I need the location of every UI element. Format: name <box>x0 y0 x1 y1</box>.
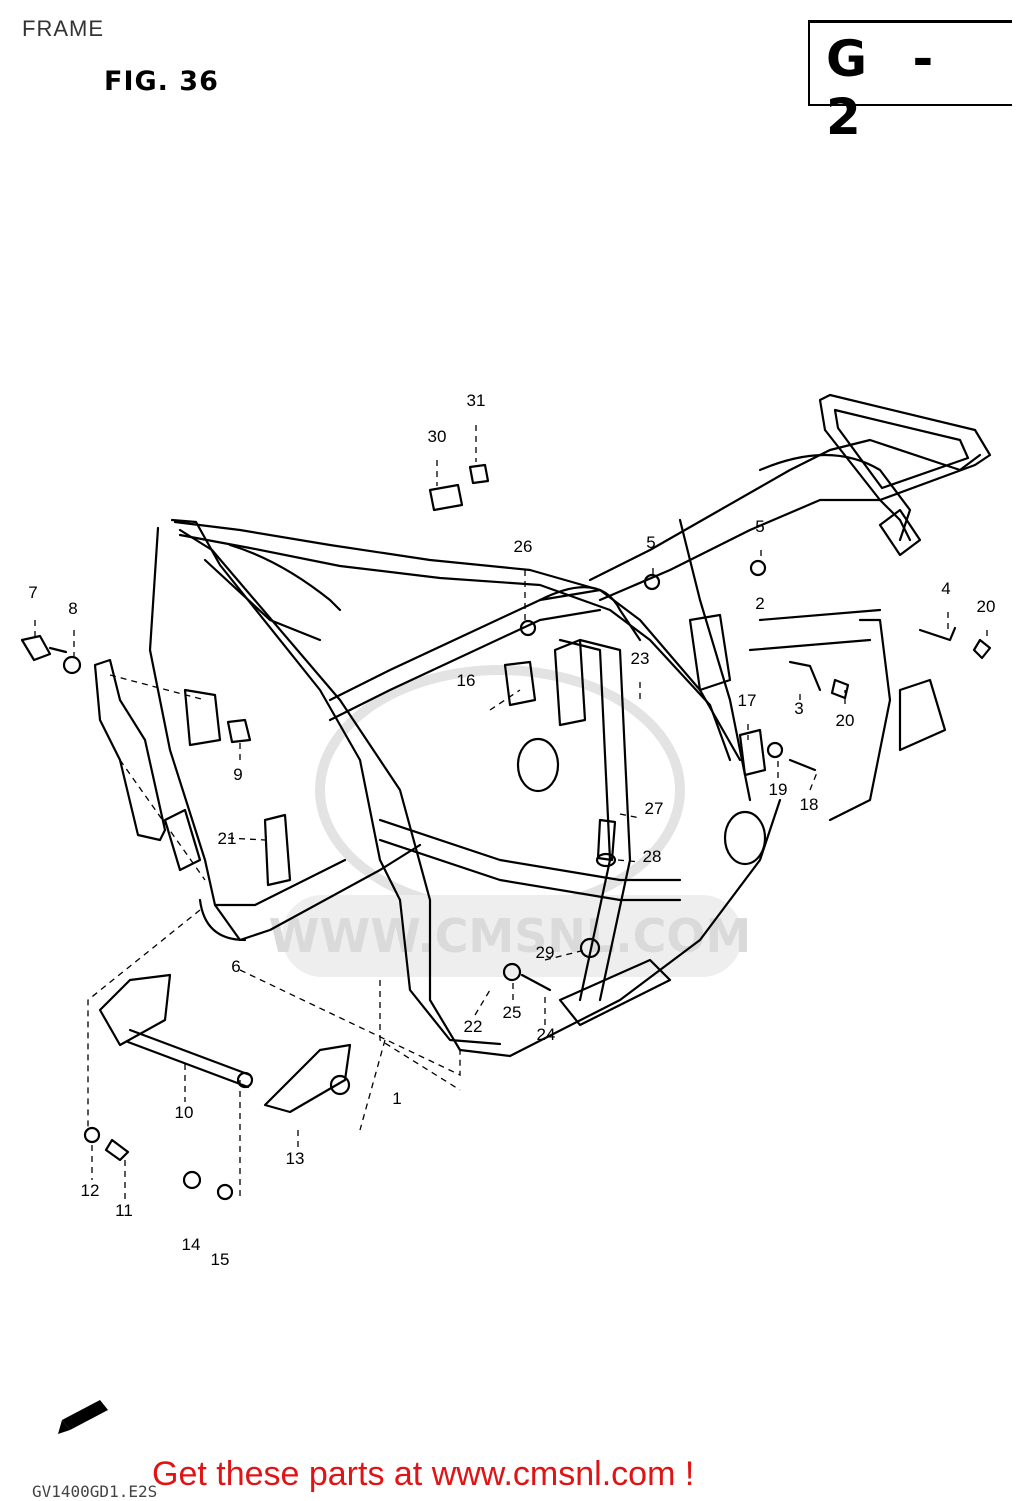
callout-13: 13 <box>286 1149 305 1168</box>
callout-11: 11 <box>115 1201 133 1220</box>
callout-27: 27 <box>645 799 664 818</box>
callout-20: 20 <box>836 711 855 730</box>
callout-9: 9 <box>233 765 242 784</box>
callout-10: 10 <box>175 1103 194 1122</box>
callout-18: 18 <box>800 795 819 814</box>
callout-31: 31 <box>467 391 486 410</box>
callout-15: 15 <box>211 1250 230 1269</box>
callout-5: 5 <box>755 517 764 536</box>
callout-29: 29 <box>536 943 555 962</box>
top-tube <box>173 520 742 762</box>
section-reference-box <box>808 20 1012 106</box>
callout-1: 1 <box>392 1089 401 1108</box>
callout-4: 4 <box>941 579 950 598</box>
callout-5: 5 <box>646 533 655 552</box>
callout-3: 3 <box>794 699 803 718</box>
callout-25: 25 <box>503 1003 522 1022</box>
callout-2: 2 <box>755 594 764 613</box>
callout-22: 22 <box>464 1017 483 1036</box>
left-cradle-tube <box>178 528 782 1058</box>
footer-cta[interactable]: Get these parts at www.cmsnl.com ! <box>152 1455 695 1493</box>
page-title: FRAME <box>22 16 104 41</box>
drawing-code: GV1400GD1.E2S <box>32 1482 158 1501</box>
callout-14: 14 <box>182 1235 201 1254</box>
callout-30: 30 <box>428 427 447 446</box>
frame-drawing <box>20 393 992 1201</box>
callout-labels: 31 30 26 5 5 4 20 7 8 2 23 16 17 3 20 9 19 18 27 21 28 29 6 25 2… <box>28 391 995 1269</box>
callout-23: 23 <box>631 649 650 668</box>
callout-24: 24 <box>537 1025 556 1044</box>
callout-6: 6 <box>231 957 240 976</box>
watermark: WWW.CMSNL.COM <box>269 665 752 977</box>
leader-lines <box>34 425 988 1200</box>
callout-19: 19 <box>769 780 788 799</box>
callout-20: 20 <box>977 597 996 616</box>
watermark-text: WWW.CMSNL.COM <box>269 909 752 963</box>
callout-16: 16 <box>457 671 476 690</box>
callout-17: 17 <box>738 691 757 710</box>
callout-12: 12 <box>81 1181 100 1200</box>
callout-8: 8 <box>68 599 77 618</box>
callout-7: 7 <box>28 583 37 602</box>
figure-number: FIG. 36 <box>104 66 219 97</box>
callout-21: 21 <box>218 829 237 848</box>
direction-arrow-icon <box>58 1400 108 1434</box>
callout-28: 28 <box>643 847 662 866</box>
section-reference-code: G - 2 <box>826 30 948 146</box>
callout-26: 26 <box>514 537 533 556</box>
